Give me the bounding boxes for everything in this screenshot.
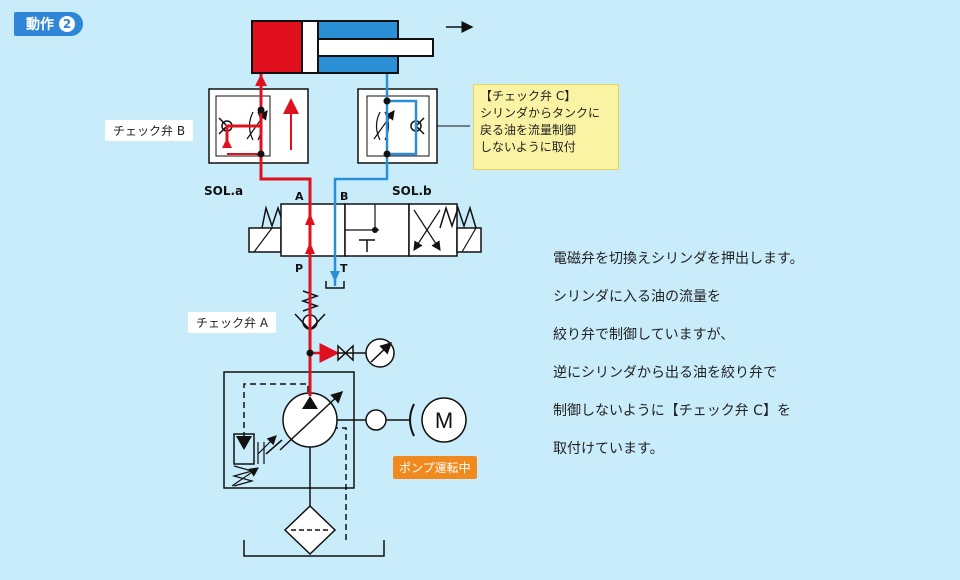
- description-line: 制御しないように【チェック弁 C】を: [553, 403, 791, 419]
- check-valve-b-label: チェック弁 B: [105, 120, 194, 141]
- filter-and-tank: [243, 504, 385, 557]
- port-a-label: A: [295, 190, 304, 203]
- motor-icon: [421, 397, 467, 443]
- return-line: [330, 74, 418, 286]
- port-p-label: P: [295, 262, 304, 275]
- check-valve-a-label: チェック弁 A: [188, 312, 277, 333]
- step-number: 2: [59, 16, 75, 32]
- description: 電磁弁を切換えシリンダを押出します。 シリンダに入る油の流量を 絞り弁で制御して…: [553, 240, 804, 468]
- cylinder: [251, 20, 474, 74]
- gauge-branch: [310, 338, 395, 368]
- description-line: 電磁弁を切換えシリンダを押出します。: [553, 251, 804, 267]
- check-valve-c-note: 【チェック弁 C】 シリンダからタンクに 戻る油を流量制御 しないように取付: [473, 84, 619, 170]
- pressure-line: [222, 74, 315, 396]
- description-line: シリンダに入る油の流量を: [553, 289, 721, 305]
- tank-icon: [243, 540, 385, 557]
- step-badge: 動作 2: [14, 12, 83, 36]
- note-line: シリンダからタンクに: [480, 106, 601, 120]
- note-line: 【チェック弁 C】: [480, 89, 577, 103]
- description-line: 絞り弁で制御していますが、: [553, 327, 735, 343]
- description-line: 逆にシリンダから出る油を絞り弁で: [553, 365, 777, 381]
- sol-a-label: SOL.a: [204, 184, 244, 198]
- note-line: しないように取付: [480, 140, 576, 154]
- step-label: 動作: [26, 17, 54, 33]
- tank-symbol-t: [325, 281, 345, 289]
- port-t-label: T: [340, 262, 348, 275]
- pump-status-badge: ポンプ運転中: [393, 456, 477, 479]
- motor-label: M: [435, 408, 453, 433]
- description-line: 取付けています。: [553, 441, 664, 457]
- note-line: 戻る油を流量制御: [480, 123, 577, 137]
- port-b-label: B: [340, 190, 349, 203]
- sol-b-label: SOL.b: [392, 184, 432, 198]
- solenoid-directional-valve: [248, 203, 482, 257]
